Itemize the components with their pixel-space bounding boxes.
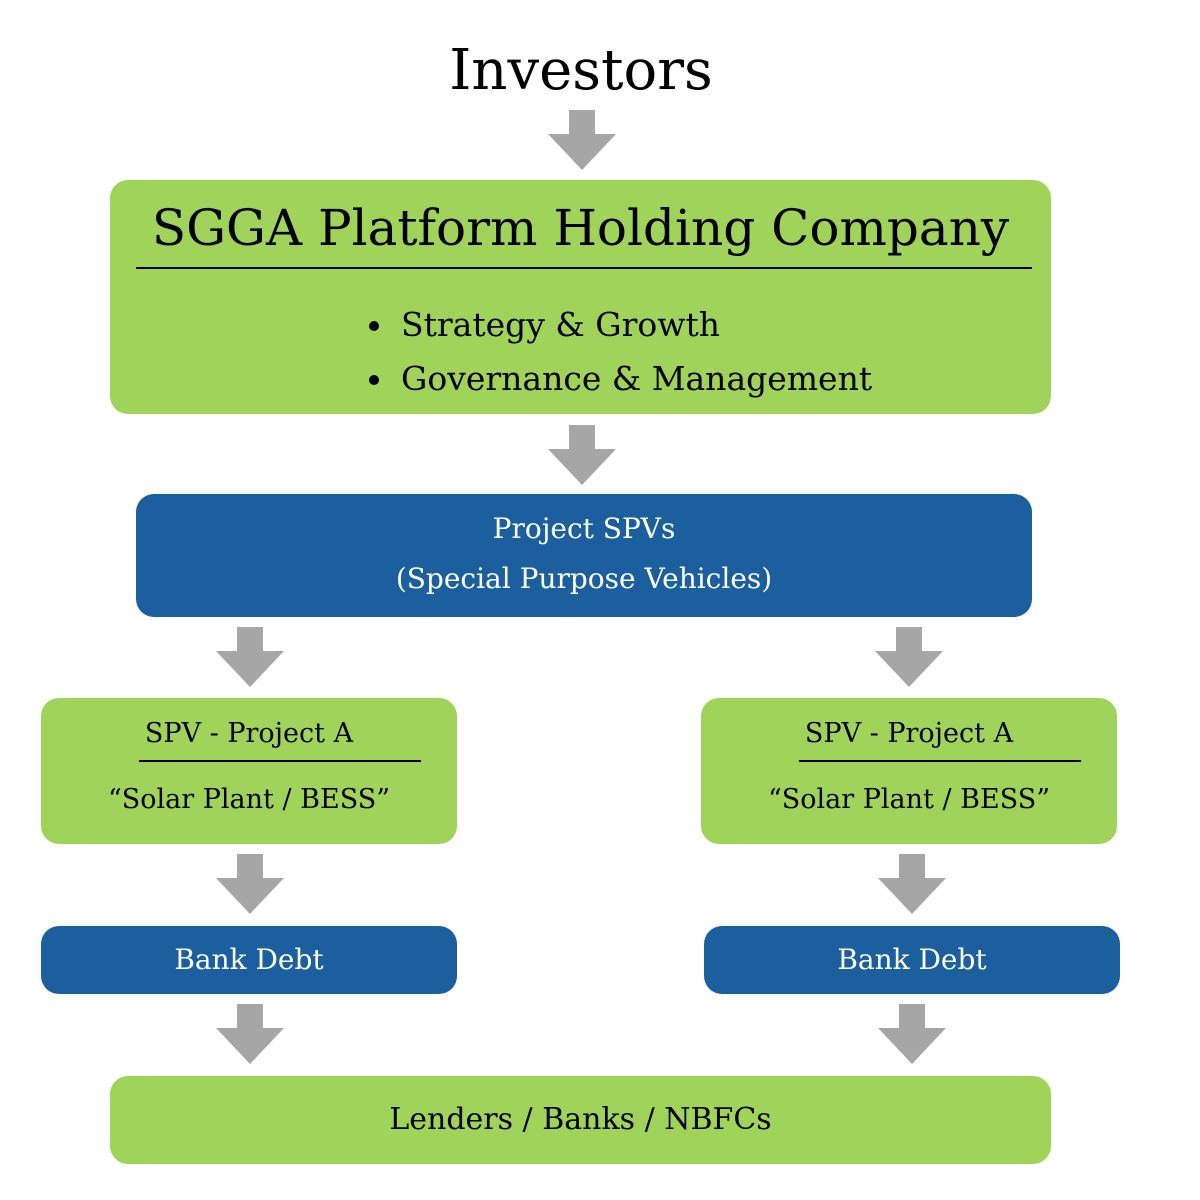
holding-company-box: SGGA Platform Holding Company Strategy &… [110, 180, 1051, 414]
lenders-box: Lenders / Banks / NBFCs [110, 1076, 1051, 1164]
spv-project-right-title: SPV - Project A [804, 718, 1014, 749]
bank-debt-left-label: Bank Debt [174, 943, 324, 976]
bank-debt-left-box: Bank Debt [41, 926, 457, 994]
lenders-label: Lenders / Banks / NBFCs [389, 1102, 772, 1137]
point-strategy: Strategy & Growth [365, 298, 872, 352]
title-divider [799, 760, 1081, 762]
spv-project-left-title: SPV - Project A [144, 718, 354, 749]
project-spvs-box: Project SPVs (Special Purpose Vehicles) [136, 494, 1032, 617]
point-governance: Governance & Management [365, 352, 872, 406]
spv-project-left-subtitle: “Solar Plant / BESS” [107, 784, 391, 815]
spv-project-right-box: SPV - Project A “Solar Plant / BESS” [701, 698, 1117, 844]
spv-project-right-subtitle: “Solar Plant / BESS” [767, 784, 1051, 815]
bank-debt-right-box: Bank Debt [704, 926, 1120, 994]
project-spvs-label: Project SPVs [492, 512, 676, 545]
arrow-down-icon [216, 854, 284, 914]
arrow-down-icon [216, 1004, 284, 1064]
arrow-down-icon [878, 854, 946, 914]
arrow-down-icon [875, 627, 943, 687]
investors-title: Investors [449, 38, 713, 103]
bank-debt-right-label: Bank Debt [837, 943, 987, 976]
title-divider [139, 760, 421, 762]
holding-company-points: Strategy & Growth Governance & Managemen… [365, 298, 872, 406]
arrow-down-icon [548, 110, 616, 170]
arrow-down-icon [548, 425, 616, 485]
project-spvs-sublabel: (Special Purpose Vehicles) [395, 562, 773, 595]
arrow-down-icon [878, 1004, 946, 1064]
arrow-down-icon [216, 627, 284, 687]
spv-project-left-box: SPV - Project A “Solar Plant / BESS” [41, 698, 457, 844]
title-divider [136, 267, 1032, 269]
holding-company-title: SGGA Platform Holding Company [151, 199, 1010, 257]
